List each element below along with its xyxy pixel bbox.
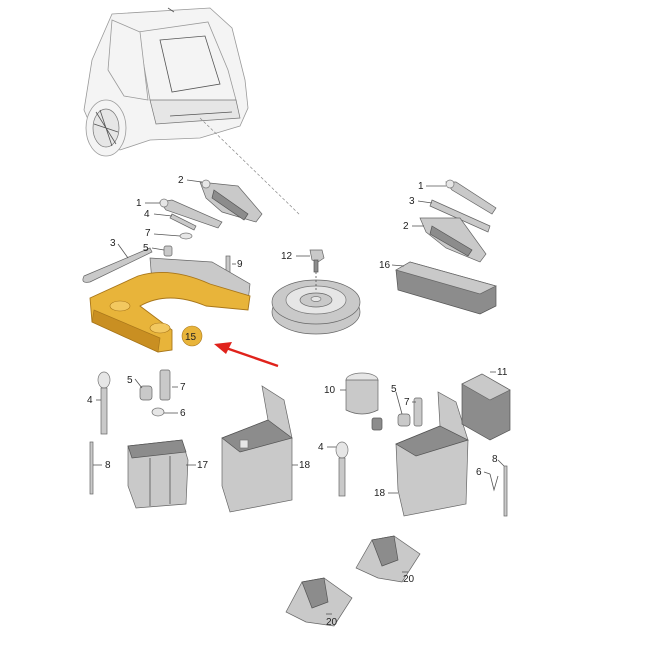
wheel-chock-20-low (285, 577, 353, 627)
hook-3-top-left (82, 247, 153, 283)
hook-3-top-right (429, 199, 491, 233)
callout-4-low: 4 (87, 395, 93, 406)
callout-18-right: 18 (374, 488, 386, 499)
towing-eye-4-mid (335, 441, 349, 497)
bolt-4-top-left (169, 213, 197, 231)
peg-5-top-left (163, 245, 173, 257)
callout-15-badge (181, 325, 203, 347)
foam-insert-highlighted (89, 257, 251, 353)
cap-5-mid (397, 413, 411, 427)
jack-top-right (419, 217, 487, 263)
jack-top-left (199, 179, 263, 223)
callout-16: 16 (379, 260, 391, 271)
callout-1-left: 1 (136, 198, 142, 209)
callout-7-low: 7 (180, 382, 186, 393)
callout-labels: 2 1 4 7 5 3 9 15 12 1 3 2 16 5 7 4 6 8 1… (87, 175, 508, 628)
bag-18-right (395, 391, 469, 517)
clip-6-low (151, 407, 165, 417)
callout-2-right: 2 (403, 221, 409, 232)
leader-lines (93, 179, 505, 615)
callout-6-low: 6 (180, 408, 186, 419)
callout-20-right: 20 (403, 574, 415, 585)
callout-7-mid: 7 (404, 397, 410, 408)
wheel-wrench-top-left (159, 198, 223, 229)
callout-9: 9 (237, 259, 243, 270)
callout-15: 15 (185, 332, 197, 343)
callout-3-left: 3 (110, 238, 116, 249)
callout-8-low: 8 (105, 460, 111, 471)
callout-12: 12 (281, 251, 293, 262)
cap-5-low (139, 385, 153, 401)
storage-bag-16 (395, 261, 497, 315)
callout-18-mid: 18 (299, 460, 311, 471)
callout-6-right: 6 (476, 467, 482, 478)
vehicle-rear-illustration (83, 7, 249, 157)
wheel-bolt-12 (309, 249, 325, 273)
callout-5-low: 5 (127, 375, 133, 386)
callout-8-right: 8 (492, 454, 498, 465)
callout-7-left: 7 (145, 228, 151, 239)
ring-7-top-left (179, 232, 193, 240)
callout-3-right: 3 (409, 196, 415, 207)
callout-4-mid: 4 (318, 442, 324, 453)
clip-6-right (489, 473, 499, 492)
wheel-chock-20-right (355, 535, 421, 583)
box-11 (461, 373, 511, 441)
callout-4-left: 4 (144, 209, 150, 220)
callout-5-mid: 5 (391, 384, 397, 395)
rod-8-right (503, 465, 508, 517)
callout-10: 10 (324, 385, 336, 396)
highlight-arrow (214, 342, 279, 368)
bag-18-mid (221, 385, 293, 513)
callout-1-right: 1 (418, 181, 424, 192)
callout-11: 11 (497, 367, 508, 378)
spare-wheel (271, 279, 361, 335)
callout-2-top: 2 (178, 175, 184, 186)
wheel-wrench-top-right (445, 179, 497, 215)
bolt-7-mid (413, 397, 423, 427)
bolt-7-low (159, 369, 171, 401)
callout-17: 17 (197, 460, 209, 471)
callout-5-left: 5 (143, 243, 149, 254)
callout-20-low: 20 (326, 617, 338, 628)
towing-eye-4-low (97, 371, 111, 435)
compressor-10 (345, 372, 383, 431)
container-17 (127, 439, 189, 509)
rod-8-low (89, 441, 94, 495)
